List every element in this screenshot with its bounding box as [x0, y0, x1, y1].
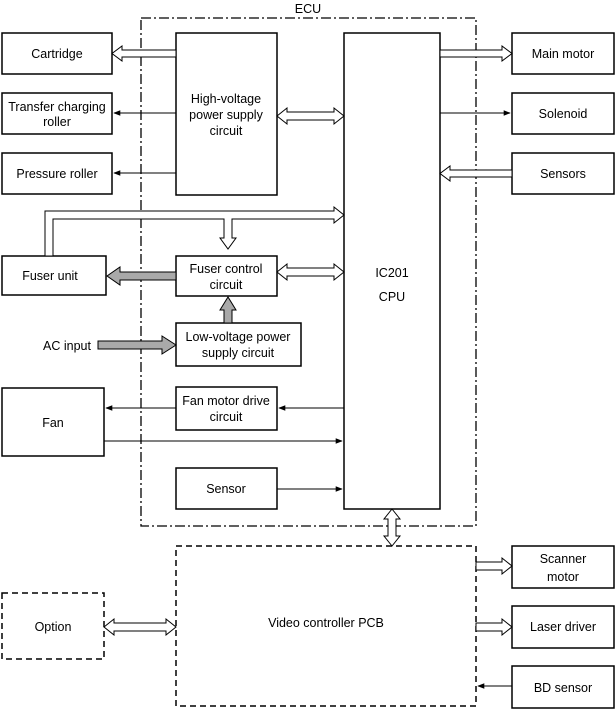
fuser-feedback-bus-arrow — [44, 205, 345, 257]
laser-driver-label: Laser driver — [530, 620, 596, 634]
option-label: Option — [35, 620, 72, 634]
scanner-motor-label-line-1: Scanner — [540, 552, 587, 566]
hv-to-cartridge-arrow — [111, 45, 177, 62]
video-to-scanner-motor-arrow — [475, 556, 513, 576]
transfer-roller-block: Transfer charging roller — [1, 92, 113, 135]
solenoid-label: Solenoid — [539, 107, 588, 121]
ac-input-to-lv-arrow — [97, 335, 177, 355]
sensor-block: Sensor — [175, 467, 278, 510]
cpu-label-line-2: CPU — [379, 290, 405, 304]
main-motor-block: Main motor — [511, 32, 615, 75]
transfer-roller-label-line-1: Transfer charging — [8, 100, 106, 114]
video-to-laser-driver-arrow — [475, 617, 513, 637]
fuser-unit-block: Fuser unit — [1, 255, 107, 296]
hv-cpu-bidirectional-arrow — [276, 106, 345, 126]
sensors-block: Sensors — [511, 152, 615, 195]
cpu-to-main-motor-arrow — [439, 45, 513, 62]
laser-driver-block: Laser driver — [511, 605, 615, 649]
cpu-video-controller-bidirectional-arrow — [382, 508, 402, 547]
lv-power-block: Low-voltage power supply circuit — [175, 322, 302, 367]
fan-drive-block: Fan motor drive circuit — [175, 386, 278, 431]
cartridge-label: Cartridge — [31, 47, 82, 61]
pressure-roller-block: Pressure roller — [1, 152, 113, 195]
lv-power-label-line-2: supply circuit — [202, 346, 275, 360]
option-video-controller-bidirectional-arrow — [103, 617, 177, 637]
fuser-control-label-line-2: circuit — [210, 278, 243, 292]
fan-drive-label-line-2: circuit — [210, 410, 243, 424]
hv-power-label-line-2: power supply — [189, 108, 263, 122]
fuser-control-label-line-1: Fuser control — [190, 262, 263, 276]
bd-sensor-label: BD sensor — [534, 681, 592, 695]
sensors-label: Sensors — [540, 167, 586, 181]
lv-to-fuser-control-arrow — [219, 296, 237, 324]
fan-label: Fan — [42, 416, 64, 430]
transfer-roller-label-line-2: roller — [43, 115, 71, 129]
main-motor-label: Main motor — [532, 47, 595, 61]
option-block: Option — [1, 592, 105, 660]
fuser-control-to-fuser-unit-arrow — [106, 266, 177, 286]
sensor-label: Sensor — [206, 482, 246, 496]
cpu-label-line-1: IC201 — [375, 266, 408, 280]
video-controller-label: Video controller PCB — [268, 616, 384, 630]
scanner-motor-label-line-2: motor — [547, 570, 579, 584]
hv-power-label-line-1: High-voltage — [191, 92, 261, 106]
fuser-control-cpu-bidirectional-arrow — [276, 262, 345, 282]
scanner-motor-block: Scanner motor — [511, 545, 615, 589]
fuser-unit-label: Fuser unit — [22, 269, 78, 283]
hv-power-block: High-voltage power supply circuit — [175, 32, 278, 196]
ecu-title: ECU — [295, 2, 321, 16]
solenoid-block: Solenoid — [511, 92, 615, 135]
bd-sensor-block: BD sensor — [511, 665, 615, 709]
fan-drive-label-line-1: Fan motor drive — [182, 394, 270, 408]
ac-input-label: AC input — [43, 339, 91, 353]
cartridge-block: Cartridge — [1, 32, 113, 75]
cpu-block: IC201 CPU — [343, 32, 441, 510]
hv-power-label-line-3: circuit — [210, 124, 243, 138]
video-controller-block: Video controller PCB — [175, 545, 477, 707]
fuser-control-block: Fuser control circuit — [175, 255, 278, 297]
fan-block: Fan — [1, 387, 105, 457]
lv-power-label-line-1: Low-voltage power — [186, 330, 291, 344]
pressure-roller-label: Pressure roller — [16, 167, 97, 181]
sensors-to-cpu-arrow — [439, 165, 513, 182]
